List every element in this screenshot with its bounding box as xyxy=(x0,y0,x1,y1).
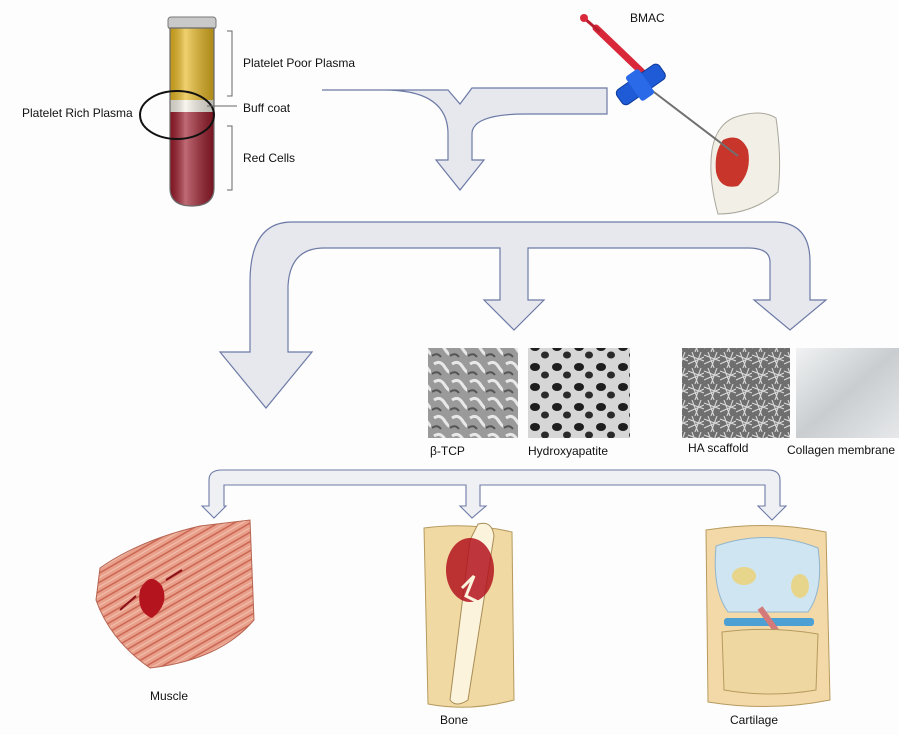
muscle-label: Muscle xyxy=(150,689,189,703)
tibia xyxy=(721,628,819,695)
red-cells-label: Red Cells xyxy=(243,151,296,165)
bone-label: Bone xyxy=(440,713,469,727)
buffy-coat-label: Buff coat xyxy=(243,101,291,115)
tube-glass xyxy=(169,27,215,207)
prp-label: Platelet Rich Plasma xyxy=(22,106,133,120)
ha-scaffold-image xyxy=(682,348,790,438)
application-arrow xyxy=(200,469,788,521)
collagen-membrane-image xyxy=(796,348,899,438)
ppp-label: Platelet Poor Plasma xyxy=(243,56,356,70)
syringe-body xyxy=(592,24,646,76)
bmac-label: BMAC xyxy=(630,11,665,25)
tube-rim xyxy=(167,16,217,30)
cartilage-label: Cartilage xyxy=(730,713,779,727)
collagen-membrane-label: Collagen membrane xyxy=(787,443,896,457)
distribution-arrow xyxy=(218,221,828,409)
muscle-tear xyxy=(139,578,165,618)
ppp-bracket xyxy=(227,30,233,97)
ha-scaffold-label: HA scaffold xyxy=(688,441,749,455)
bmac-device xyxy=(580,14,781,215)
femoral-cartilage xyxy=(714,536,821,613)
fracture-line xyxy=(460,574,479,604)
cartilage-defect-1 xyxy=(732,567,756,585)
prp-circle xyxy=(139,90,215,140)
syringe-thumb xyxy=(580,14,588,22)
tcp-image xyxy=(428,348,518,438)
fracture-hematoma xyxy=(446,538,494,602)
rbc-bracket xyxy=(227,125,233,191)
bone-illustration xyxy=(423,522,515,708)
tcp-label: β-TCP xyxy=(430,444,465,458)
knee-illustration xyxy=(705,524,831,708)
hydroxyapatite-image xyxy=(528,348,630,438)
cartilage-defect-2 xyxy=(791,574,809,598)
muscle-illustration xyxy=(95,519,255,669)
hydroxyapatite-label: Hydroxyapatite xyxy=(528,444,609,458)
merge-arrow xyxy=(322,87,608,191)
blue-handle xyxy=(615,63,666,106)
aspiration-needle xyxy=(645,85,739,157)
bone-marrow-site xyxy=(715,137,749,187)
blood-tube xyxy=(139,16,237,207)
